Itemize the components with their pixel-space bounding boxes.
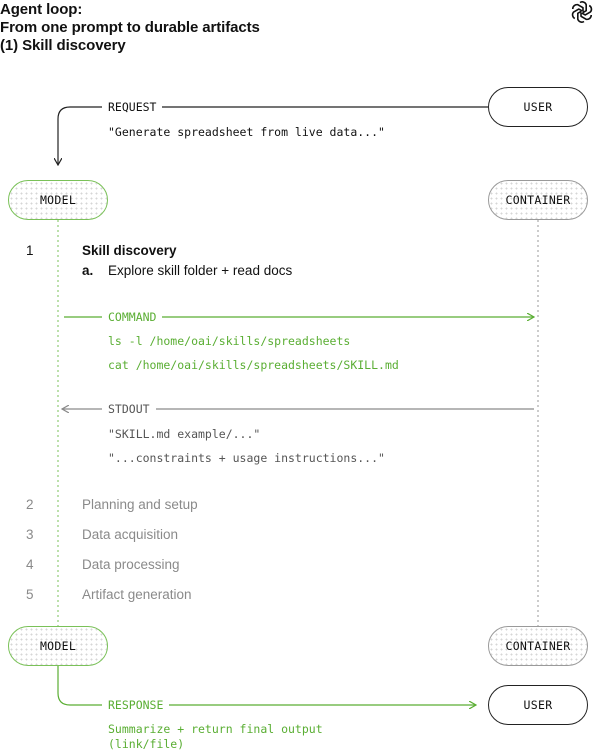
request-text: "Generate spreadsheet from live data...": [108, 125, 385, 139]
container-actor-bottom: CONTAINER: [488, 626, 588, 666]
substep-marker: a.: [82, 263, 94, 278]
request-label: REQUEST: [102, 100, 163, 114]
response-label: RESPONSE: [102, 698, 170, 712]
diagram-title-line-2: From one prompt to durable artifacts: [0, 19, 260, 36]
stdout-line-1: "SKILL.md example/...": [108, 427, 261, 441]
step-title-4: Data processing: [82, 557, 180, 572]
command-label: COMMAND: [102, 310, 163, 324]
step-number-2: 2: [26, 497, 34, 512]
response-line-2: (link/file): [108, 737, 185, 751]
step-number-5: 5: [26, 587, 34, 602]
diagram-subtitle: (1) Skill discovery: [0, 37, 126, 54]
openai-logo-icon: [571, 1, 593, 23]
substep-title: Explore skill folder + read docs: [108, 263, 293, 278]
response-line-1: Summarize + return final output: [108, 722, 323, 736]
step-title-active: Skill discovery: [82, 243, 177, 258]
stdout-line-2: "...constraints + usage instructions...": [108, 451, 385, 465]
step-number-4: 4: [26, 557, 34, 572]
response-arrow: [57, 666, 476, 705]
user-actor-top: USER: [488, 87, 588, 127]
step-number-active: 1: [26, 243, 34, 258]
step-title-5: Artifact generation: [82, 587, 192, 602]
step-number-3: 3: [26, 527, 34, 542]
stdout-label: STDOUT: [102, 402, 156, 416]
diagram-title-line-1: Agent loop:: [0, 1, 83, 18]
user-actor-bottom: USER: [488, 685, 588, 725]
model-actor-bottom: MODEL: [8, 626, 108, 666]
command-line-1: ls -l /home/oai/skills/spreadsheets: [108, 334, 351, 348]
request-arrow: [58, 106, 488, 165]
command-line-2: cat /home/oai/skills/spreadsheets/SKILL.…: [108, 358, 399, 372]
container-actor-top: CONTAINER: [488, 180, 588, 220]
model-actor-top: MODEL: [8, 180, 108, 220]
step-title-3: Data acquisition: [82, 527, 179, 542]
step-title-2: Planning and setup: [82, 497, 198, 512]
